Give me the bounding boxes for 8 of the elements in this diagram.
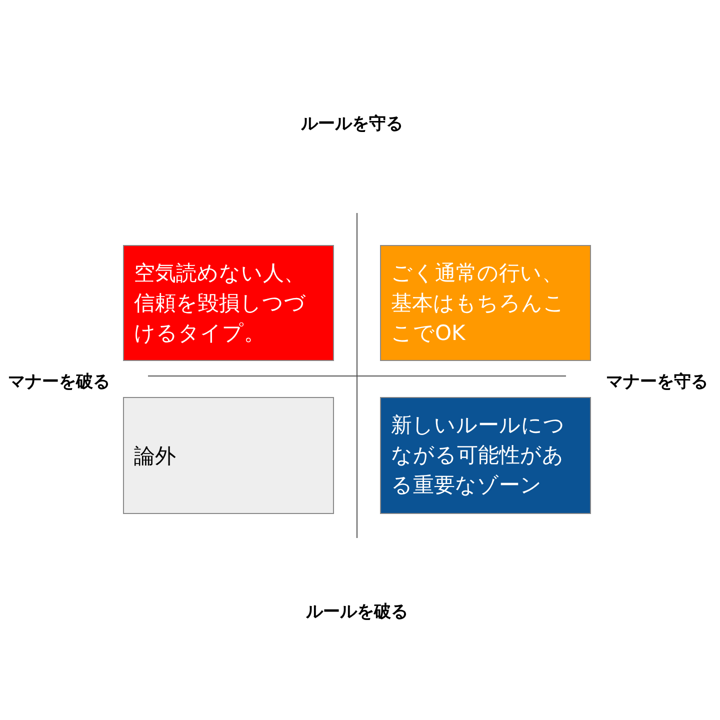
quadrant-box: ごく通常の行い、基本はもちろんここでOK: [380, 245, 591, 361]
axis-label: ルールを破る: [306, 600, 408, 622]
axis-label: マナーを守る: [606, 370, 708, 392]
axis-label: ルールを守る: [301, 112, 403, 134]
quadrant-box: 空気読めない人、信頼を毀損しつづけるタイプ。: [123, 245, 334, 361]
quadrant-box: 論外: [123, 397, 334, 514]
axis-label: マナーを破る: [8, 370, 110, 392]
quadrant-box: 新しいルールにつながる可能性がある重要なゾーン: [380, 397, 591, 514]
